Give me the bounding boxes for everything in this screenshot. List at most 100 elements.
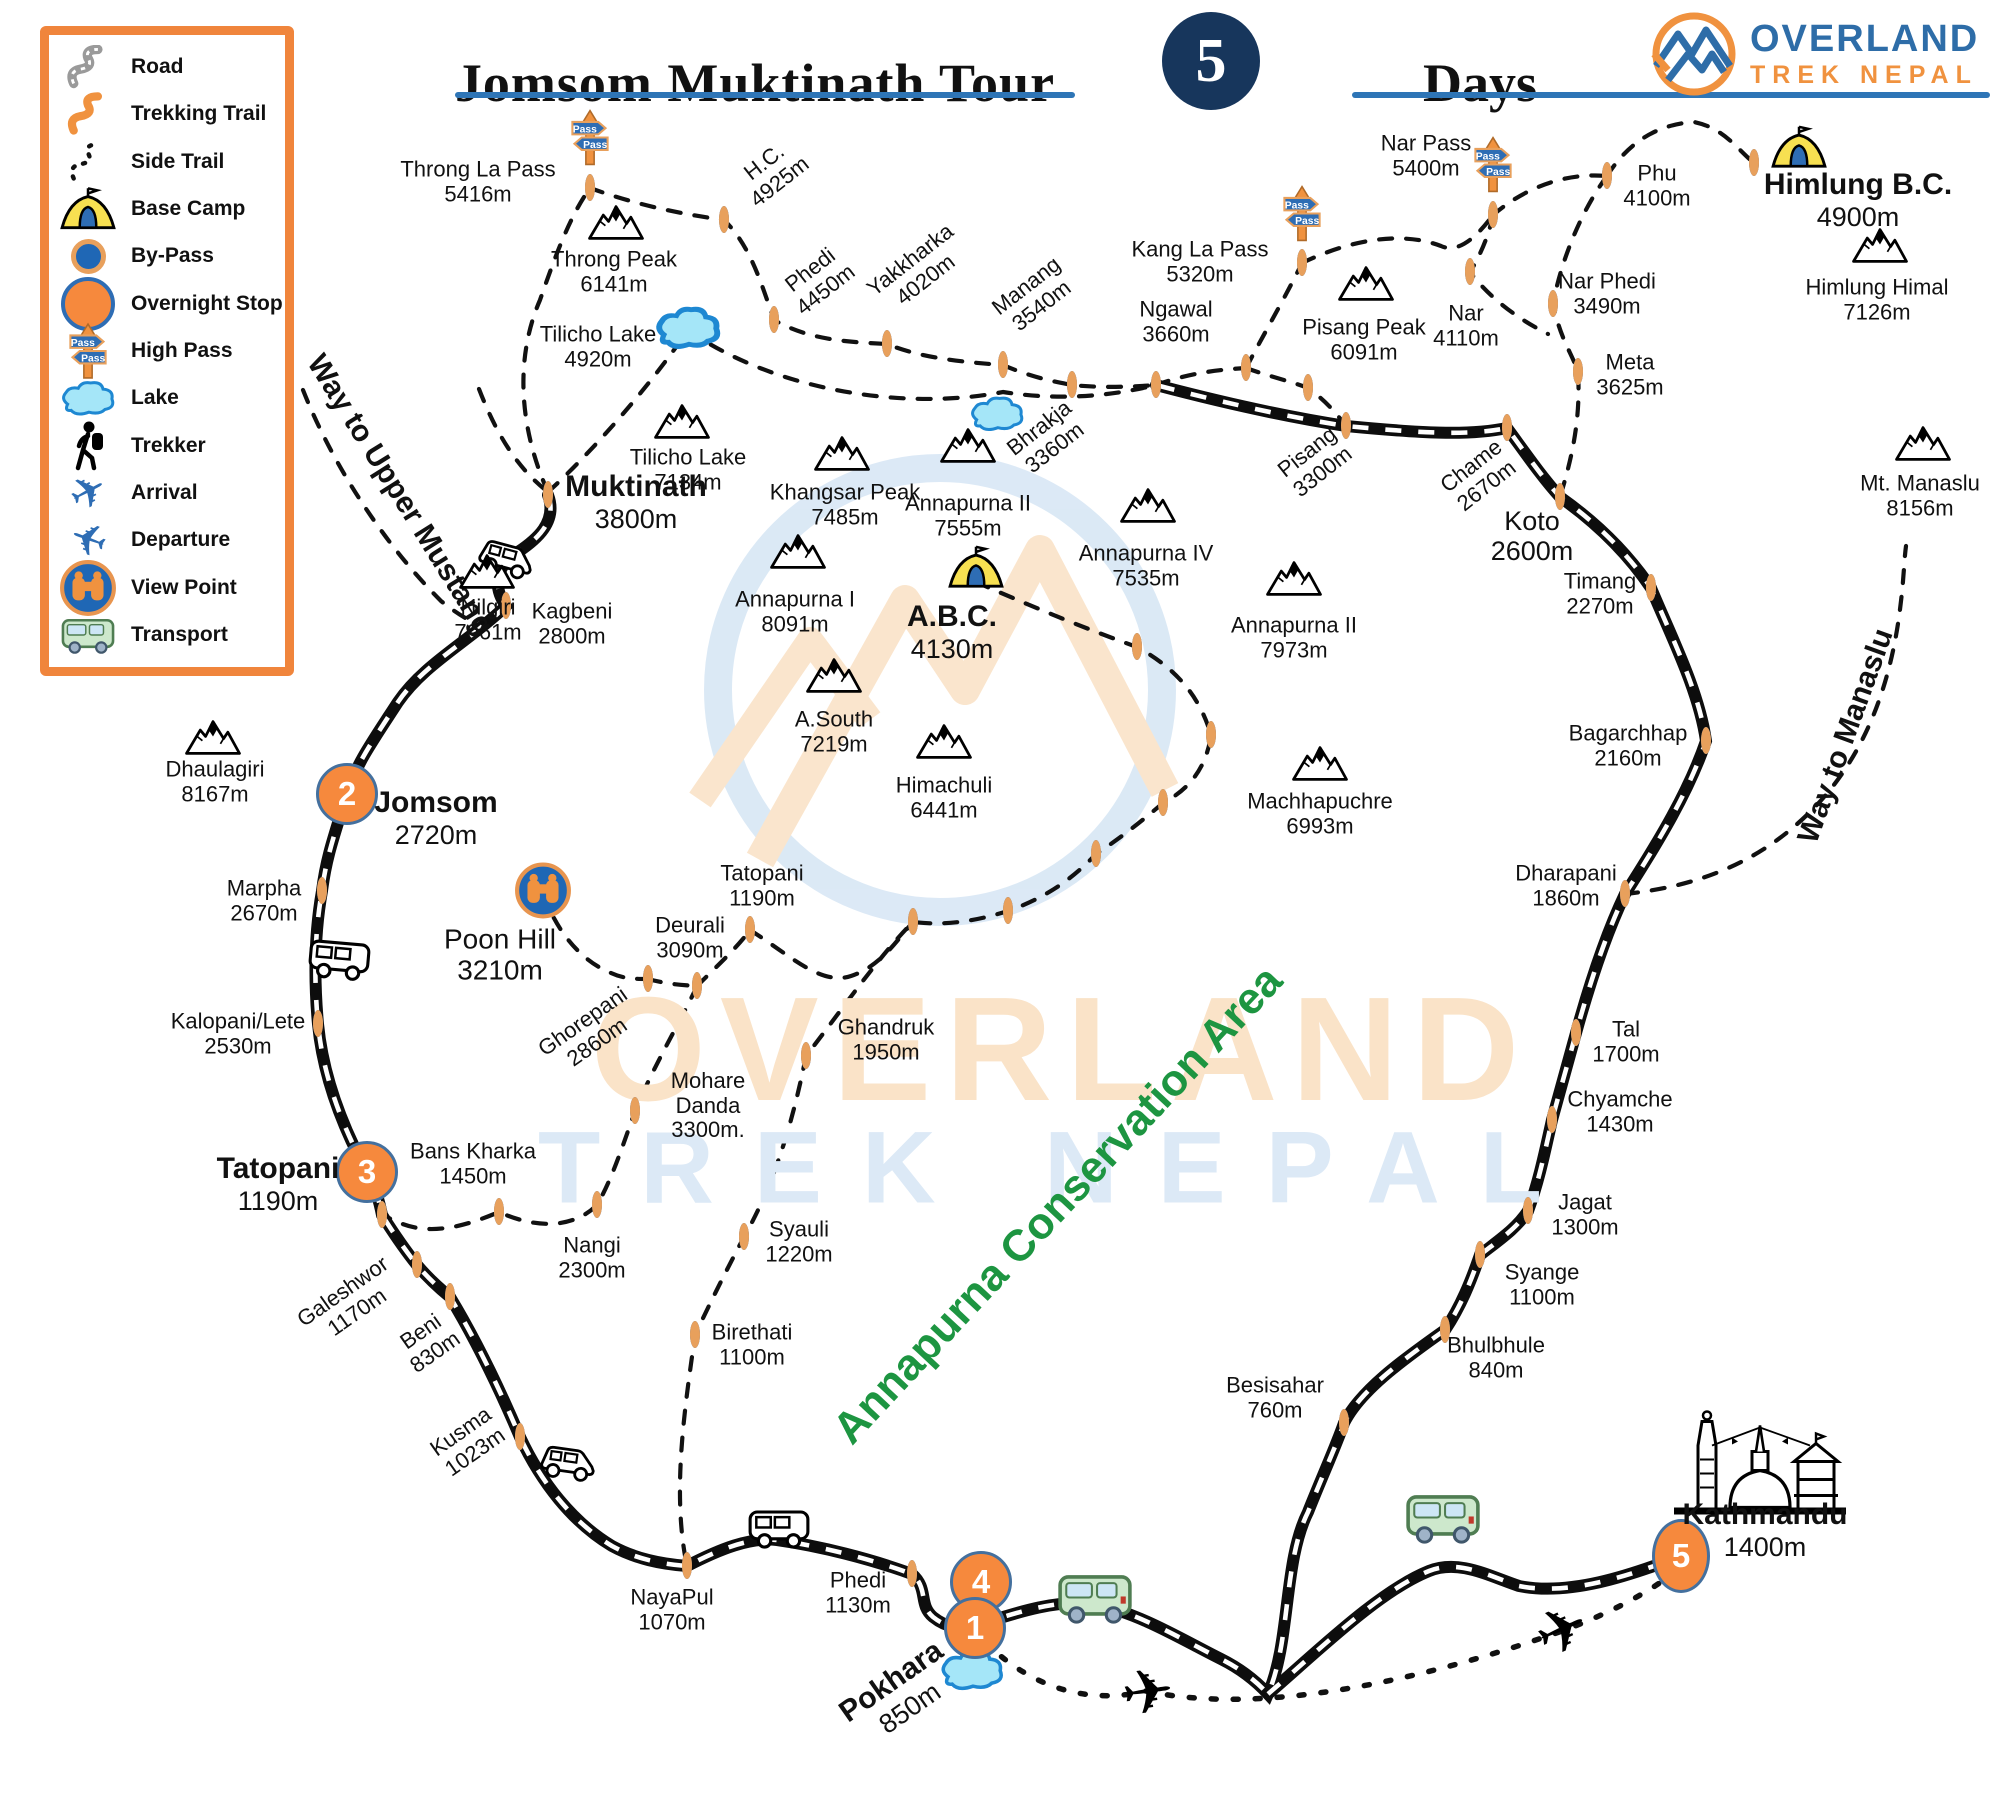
marker-dhaulagiri — [185, 720, 241, 761]
marker-ngawal — [1241, 354, 1251, 381]
road-icon — [57, 45, 119, 89]
bus-nayapul-icon — [746, 1506, 812, 1557]
marker-nar — [1465, 258, 1475, 285]
legend-item-label: Road — [131, 55, 184, 78]
marker-phedi-north — [769, 306, 779, 333]
manang-lake-icon — [966, 393, 1028, 440]
marker-himachuli — [916, 724, 972, 765]
watermark-line2: TREK NEPAL — [537, 1110, 1583, 1225]
tent-icon-himlung-bc — [1770, 125, 1828, 176]
legend-item-label: Trekking Trail — [131, 102, 267, 126]
marker-marpha — [317, 877, 327, 904]
marker-himlung-himal — [1852, 228, 1908, 269]
bus-kathmandu-icon — [1404, 1489, 1482, 1552]
marker-bhrakja — [1067, 371, 1077, 398]
overland-trek-nepal-logo: OVERLAND TREK NEPAL — [1648, 8, 1979, 100]
marker-pisang-peak — [1338, 266, 1394, 307]
marker-annapurna-iv — [1120, 488, 1176, 529]
bus-pokhara-icon — [1056, 1569, 1134, 1632]
marker-kagbeni — [501, 592, 511, 619]
watermark-line1: OVERLAND — [590, 967, 1534, 1132]
legend-item-side-trail: Side Trail — [57, 140, 277, 184]
viewpoint-icon — [57, 559, 119, 617]
marker-nilgiri — [459, 554, 515, 595]
legend-item-overnight-stop: Overnight Stop — [57, 276, 283, 331]
svg-text:Pass: Pass — [1295, 216, 1319, 227]
legend-item-label: Departure — [131, 528, 231, 552]
logo-line2: TREK NEPAL — [1750, 61, 1978, 89]
bypass-dot-9 — [692, 972, 702, 999]
page-title: Jomsom Muktinath Tour — [454, 53, 1056, 114]
marker-kathmandu: 5 — [1652, 1519, 1710, 1593]
legend-item-label: High Pass — [131, 338, 233, 362]
marker-syauli — [739, 1223, 749, 1250]
legend-item-label: Base Camp — [131, 196, 246, 220]
legend-item-label: Lake — [131, 386, 179, 410]
svg-text:Pass: Pass — [71, 338, 95, 349]
legend-item-departure: ✈Departure — [57, 511, 277, 570]
marker-abc — [947, 545, 1005, 596]
marker-besisahar — [1339, 1409, 1349, 1436]
marker-kalopani-lete — [313, 1010, 323, 1037]
pokhara-lake-icon — [935, 1646, 1009, 1699]
tent-icon — [57, 186, 119, 232]
marker-syange — [1475, 1241, 1485, 1268]
legend-item-label: Side Trail — [131, 149, 225, 173]
marker-ghandruk — [801, 1042, 811, 1069]
marker-machhapuchre — [1292, 746, 1348, 787]
bypass-icon — [57, 238, 119, 274]
lake-icon — [57, 375, 119, 421]
trekker-icon — [57, 420, 119, 472]
marker-bagarchhap — [1701, 727, 1711, 754]
marker-a-south — [806, 658, 862, 699]
bypass-dot-10 — [377, 1201, 387, 1228]
marker-chyamche — [1547, 1106, 1557, 1133]
legend-item-label: Overnight Stop — [131, 291, 283, 315]
marker-jomsom: 2 — [316, 763, 378, 825]
legend-item-label: By-Pass — [131, 244, 214, 268]
legend-item-by-pass: By-Pass — [57, 234, 277, 278]
svg-text:Pass: Pass — [1476, 151, 1500, 162]
bypass-dot-8 — [643, 965, 653, 992]
plane-west-icon: ✈ — [1117, 1655, 1179, 1731]
marker-annapurna-i — [770, 534, 826, 575]
flight-path — [982, 1568, 1679, 1703]
bypass-dot-6 — [1003, 897, 1013, 924]
legend-item-trekker: Trekker — [57, 421, 277, 470]
marker-dharapani — [1620, 880, 1630, 907]
marker-mohare-danda — [630, 1097, 640, 1124]
marker-timang — [1646, 574, 1656, 601]
